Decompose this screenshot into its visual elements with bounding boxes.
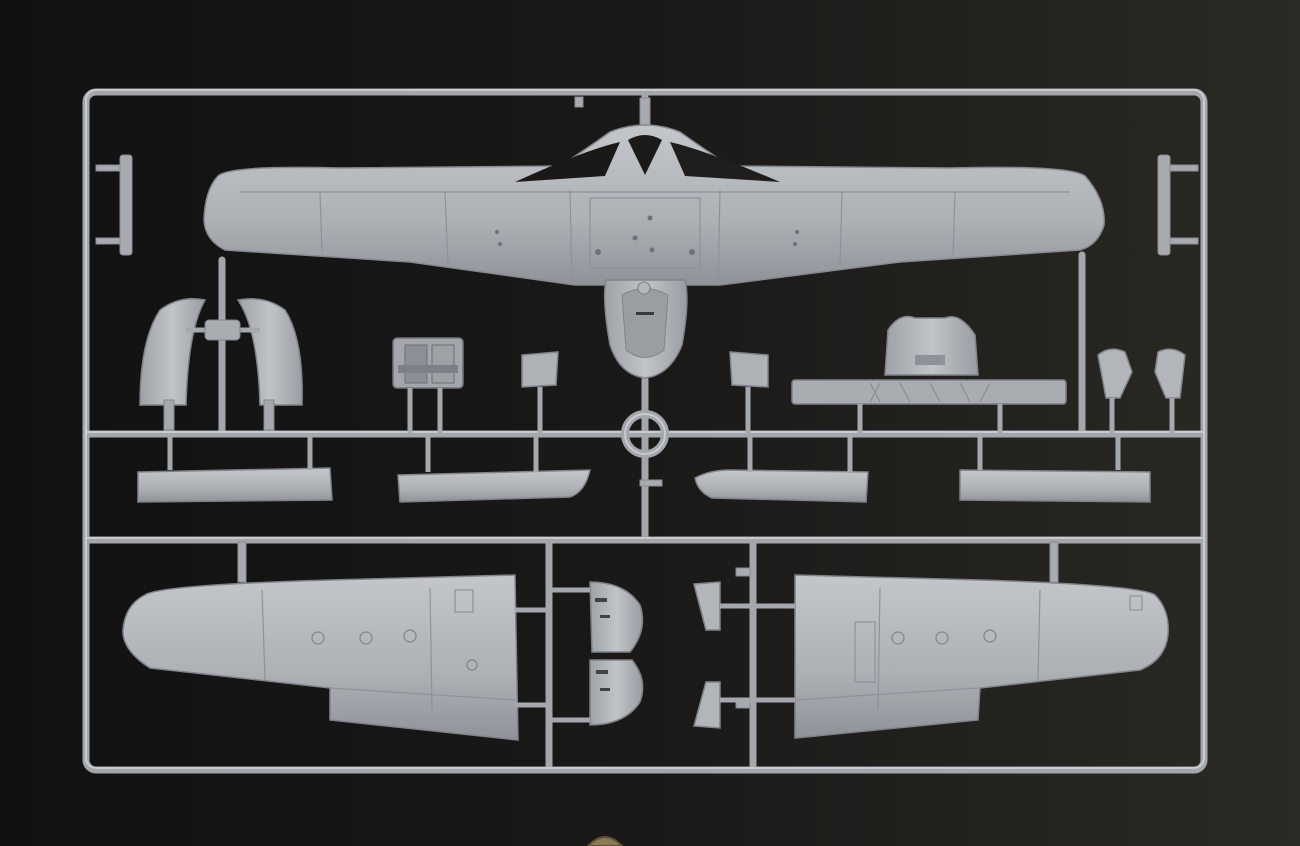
aileron-parts <box>137 467 1151 503</box>
small-flap-part-left <box>521 351 559 434</box>
upper-wing-part <box>203 124 1105 286</box>
cockpit-bulkhead-part <box>791 315 1067 434</box>
fillet-parts-right <box>1097 348 1186 434</box>
gear-door-parts <box>693 581 721 729</box>
sprue-gates <box>95 96 1199 709</box>
right-wing-upper-half <box>794 574 1169 739</box>
tailplane-parts <box>139 298 303 431</box>
small-flap-part-right <box>729 351 769 434</box>
left-wing-upper-half <box>122 574 519 741</box>
aileron-gates <box>167 434 1121 472</box>
sprue-frame-highlight <box>85 89 1205 769</box>
fuselage-insert-part <box>603 279 688 379</box>
cowling-parts <box>589 581 644 726</box>
lower-gates <box>515 587 795 723</box>
engine-block-part <box>392 337 464 434</box>
